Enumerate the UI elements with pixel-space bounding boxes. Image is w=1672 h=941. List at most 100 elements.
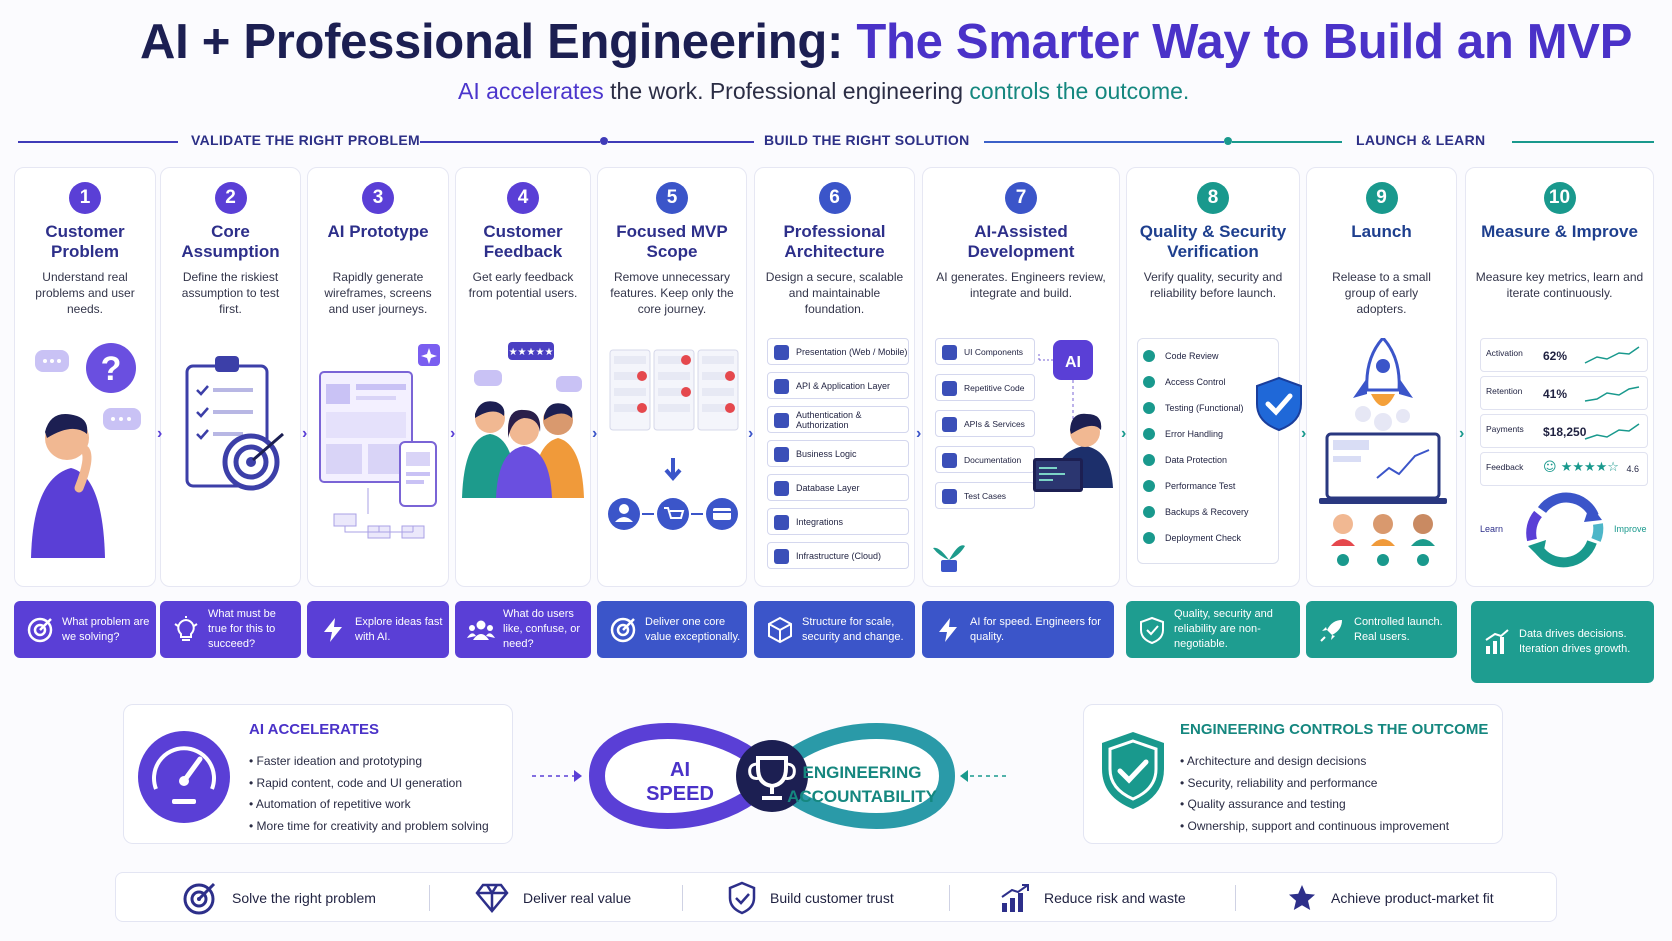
divider <box>1235 885 1236 911</box>
shield-check-icon <box>1256 376 1302 432</box>
quality-checklist: Code Review Access Control Testing (Func… <box>1133 338 1302 578</box>
check-item: Access Control <box>1143 376 1226 388</box>
step-footer-1: What problem are we solving? <box>14 601 156 658</box>
code-icon <box>942 417 957 432</box>
shield-check-icon <box>728 881 756 915</box>
check-icon <box>1143 532 1155 544</box>
title-part-2: The Smarter Way to Build an MVP <box>856 15 1633 69</box>
sparkline-icon <box>1584 346 1640 364</box>
diamond-icon <box>475 883 509 913</box>
check-item: Error Handling <box>1143 428 1223 440</box>
lightning-icon <box>939 617 957 642</box>
outcome-item: Solve the right problem <box>182 873 376 923</box>
check-item: Data Protection <box>1143 454 1227 466</box>
architecture-layers: Presentation (Web / Mobile) API & Applic… <box>761 338 909 578</box>
target-icon <box>610 617 636 642</box>
layer-icon <box>774 345 789 360</box>
chevron-right-icon: › <box>450 425 456 442</box>
step-title: Launch <box>1351 222 1412 241</box>
chevron-right-icon: › <box>748 425 754 442</box>
chevron-right-icon: › <box>1301 425 1307 442</box>
check-item: Performance Test <box>1143 480 1235 492</box>
engineering-panel: ENGINEERING CONTROLS THE OUTCOME Archite… <box>1083 704 1503 844</box>
layer-icon <box>774 481 789 496</box>
list-item: Ownership, support and continuous improv… <box>1180 816 1449 838</box>
step-footer-9: Controlled launch. Real users. <box>1306 601 1457 658</box>
step-number: 2 <box>214 182 247 214</box>
check-icon <box>1143 506 1155 518</box>
step-number: 7 <box>1005 182 1037 214</box>
cycle-improve-label: Improve <box>1614 524 1647 534</box>
step-title: AI Prototype <box>327 222 429 241</box>
check-item: Code Review <box>1143 350 1219 362</box>
step-card-7: 7 AI-Assisted Development AI generates. … <box>922 167 1120 587</box>
step-description: Verify quality, security and reliability… <box>1143 270 1283 300</box>
step-description: Get early feedback from potential users. <box>468 270 578 300</box>
star-icons: ★★★★☆ <box>1560 460 1619 475</box>
phase-line <box>1232 141 1342 143</box>
lightning-icon <box>324 617 342 642</box>
subtitle-part-3: controls the outcome. <box>969 78 1190 104</box>
step-title: Quality & Security Verification <box>1139 222 1287 261</box>
check-icon <box>1143 480 1155 492</box>
check-icon <box>1143 376 1155 388</box>
list-item: More time for creativity and problem sol… <box>249 816 489 838</box>
infinity-diagram: AI SPEED ENGINEERING ACCOUNTABILITY <box>532 723 1008 829</box>
step-card-6: 6 Professional Architecture Design a sec… <box>754 167 915 587</box>
step-card-3: 3 AI Prototype Rapidly generate wirefram… <box>307 167 449 587</box>
star-icon <box>1289 885 1315 910</box>
list-item: Security, reliability and performance <box>1180 773 1449 795</box>
ai-dev-item: APIs & Services <box>935 410 1035 437</box>
step-description: Define the riskiest assumption to test f… <box>181 270 280 316</box>
step-number: 6 <box>818 182 851 214</box>
cube-icon <box>768 616 792 643</box>
page-title: AI + Professional Engineering: The Smart… <box>0 14 1672 70</box>
shield-check-icon <box>1102 732 1164 809</box>
ai-chip-label: AI <box>1065 354 1081 371</box>
step-card-4: 4 Customer Feedback Get early feedback f… <box>455 167 591 587</box>
svg-text:★★★★★: ★★★★★ <box>509 347 554 358</box>
step-description: Measure key metrics, learn and iterate c… <box>1475 270 1644 300</box>
phase-dot <box>1224 137 1232 145</box>
rating-stars: ☺ ★★★★☆ <box>1543 460 1619 475</box>
layer-icon <box>774 413 789 428</box>
step-title: Customer Problem <box>45 222 125 261</box>
step-number: 4 <box>507 182 539 214</box>
architecture-layer: Business Logic <box>767 440 909 467</box>
check-icon <box>1143 454 1155 466</box>
ai-dev-item: Documentation <box>935 446 1035 473</box>
title-part-1: AI + Professional Engineering: <box>140 15 844 69</box>
chevron-right-icon: › <box>1121 425 1127 442</box>
outcome-item: Achieve product-market fit <box>1287 873 1494 923</box>
engineering-panel-list: Architecture and design decisions Securi… <box>1180 751 1449 837</box>
step-number: 10 <box>1543 182 1576 214</box>
phase-line <box>608 141 754 143</box>
subtitle-part-1: AI accelerates <box>458 78 604 104</box>
shield-icon <box>1140 616 1164 644</box>
target-icon <box>183 882 216 915</box>
phase-line <box>984 141 1224 143</box>
ai-panel-list: Faster ideation and prototyping Rapid co… <box>249 751 489 837</box>
step-description: AI generates. Engineers review, integrat… <box>936 270 1106 300</box>
step-number: 3 <box>362 182 394 214</box>
architecture-layer: Presentation (Web / Mobile) <box>767 338 909 365</box>
phase-line <box>18 141 178 143</box>
step-card-5: 5 Focused MVP Scope Remove unnecessary f… <box>597 167 747 587</box>
list-item: Architecture and design decisions <box>1180 751 1449 773</box>
page-subtitle: AI accelerates the work. Professional en… <box>0 78 1672 105</box>
architecture-layer: Integrations <box>767 508 909 535</box>
step-description: Release to a small group of early adopte… <box>1332 270 1431 316</box>
step-footer-2: What must be true for this to succeed? <box>160 601 301 658</box>
chevron-right-icon: › <box>1459 425 1465 442</box>
checklist-panel <box>1137 338 1279 564</box>
users-feedback-illustration: ★★★★★ <box>462 342 584 498</box>
speedometer-icon <box>138 731 230 823</box>
step-card-9: 9 Launch Release to a small group of ear… <box>1306 167 1457 587</box>
layer-icon <box>774 515 789 530</box>
check-icon <box>1143 350 1155 362</box>
step-description: Rapidly generate wireframes, screens and… <box>324 270 432 316</box>
bar-chart-icon <box>1001 884 1029 912</box>
metric-card: Feedback ☺ ★★★★☆ 4.6 <box>1480 452 1648 486</box>
